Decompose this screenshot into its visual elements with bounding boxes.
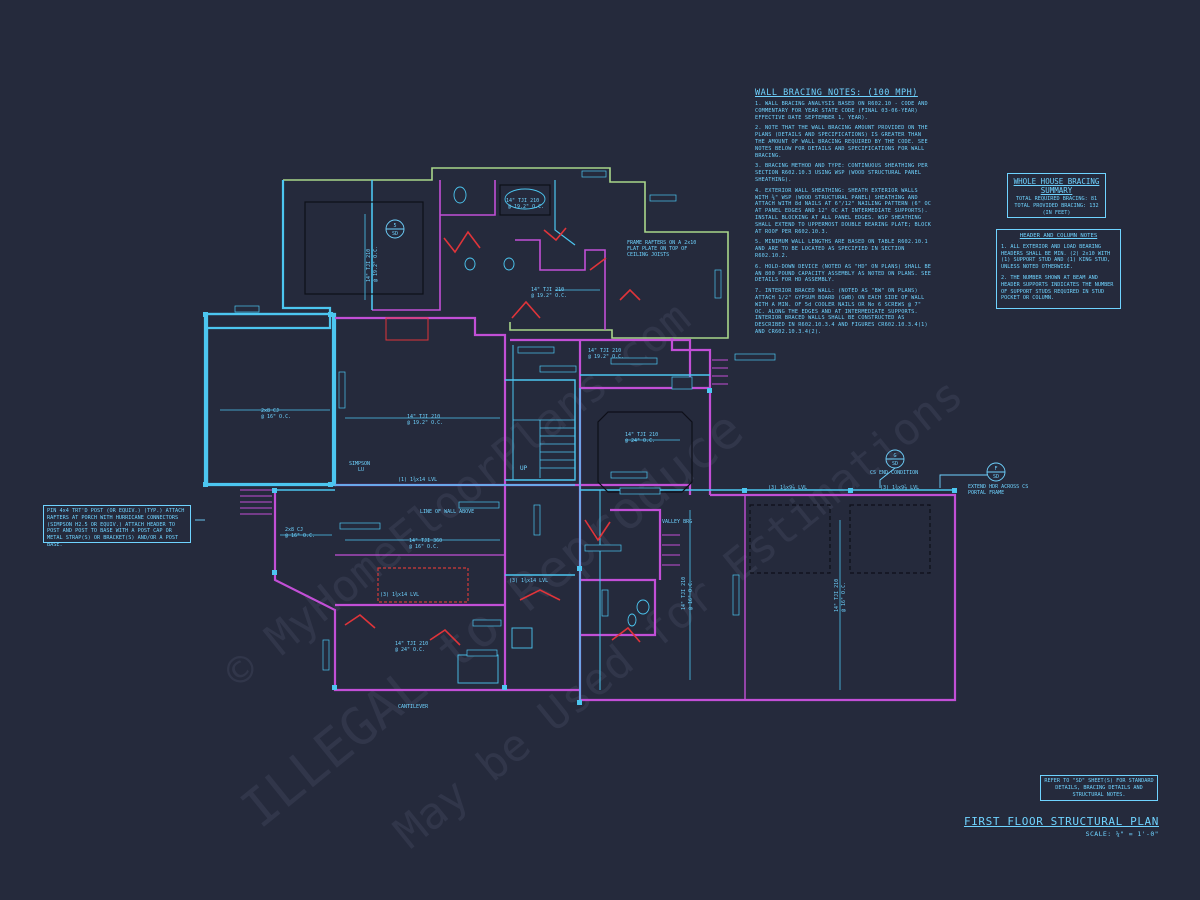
label-joist-nook-oc: @ 24" O.C. <box>395 647 425 653</box>
label-joist-bath-oc: @ 19.2" O.C. <box>508 204 544 210</box>
label-joist-bath: 14" TJI 210 <box>506 198 539 204</box>
wall-bracing-note-2: 2. NOTE THAT THE WALL BRACING AMOUNT PRO… <box>755 125 928 159</box>
label-joist-master: 14" TJI 210 <box>366 249 372 282</box>
header-column-notes: HEADER AND COLUMN NOTES 1. ALL EXTERIOR … <box>996 229 1121 309</box>
wall-porch-left <box>205 312 337 487</box>
room-garage-bay-1 <box>749 504 831 574</box>
plan-title: FIRST FLOOR STRUCTURAL PLAN <box>963 815 1159 828</box>
wall-exterior-north <box>205 180 332 485</box>
beam-line-5 <box>505 379 576 481</box>
room-kitchen-island <box>377 567 469 603</box>
label-cantilever: CANTILEVER <box>398 704 429 710</box>
beam-line-11 <box>554 180 576 246</box>
label-cj-porch-oc: @ 16" O.C. <box>261 414 291 420</box>
wall-bracing-notes: WALL BRACING NOTES: (100 MPH) 1. WALL BR… <box>755 88 933 340</box>
label-joist-kitchen-oc: @ 16" O.C. <box>409 544 439 550</box>
whole-house-unit: (IN FEET) <box>1042 209 1071 216</box>
detail-tag-g-sheet: SD <box>892 461 898 467</box>
detail-tags <box>195 219 1006 521</box>
wall-bracing-note-7: 7. INTERIOR BRACED WALL: (NOTED AS "BW" … <box>755 288 928 335</box>
wall-interior-11 <box>440 180 496 216</box>
fixtures <box>453 186 650 684</box>
label-joist-hall: 14" TJI 210 <box>681 577 687 610</box>
label-joist-garage: 14" TJI 210 <box>834 579 840 612</box>
wall-bracing-note-1: 1. WALL BRACING ANALYSIS BASED ON R602.1… <box>755 101 928 121</box>
wall-bracing-note-5: 5. MINIMUM WALL LENGTHS ARE BASED ON TAB… <box>755 239 928 259</box>
column-markers <box>203 312 957 705</box>
label-joist-closet: 14" TJI 210 <box>531 287 564 293</box>
frame-rafters-note: FRAME RAFTERS ON A 2x10 FLAT PLATE ON TO… <box>627 240 697 258</box>
label-joist-octagon-oc: @ 24" O.C. <box>625 438 655 444</box>
detail-tag-sd-sheet: SD <box>392 231 398 237</box>
label-joist-garage-oc: @ 16" O.C. <box>841 582 847 612</box>
label-simpson: SIMPSON <box>349 461 370 467</box>
porch-rear <box>203 312 335 486</box>
wall-interior-10 <box>372 180 441 311</box>
stair <box>513 419 575 478</box>
room-master-bed <box>304 201 424 295</box>
wall-bracing-note-4: 4. EXTERIOR WALL SHEATHING: SHEATH EXTER… <box>755 187 932 235</box>
wall-bracing-note-6: 6. HOLD-DOWN DEVICE (NOTED AS "HD" ON PL… <box>755 263 932 284</box>
wall-interior-13 <box>510 338 692 388</box>
label-cs-end: CS END CONDITION <box>870 470 918 476</box>
label-cj-porch: 2x8 CJ <box>261 408 279 414</box>
detail-tag-g-letter: G <box>893 453 896 459</box>
extend-hdr-text: EXTEND HDR ACROSS CS PORTAL FRAME <box>968 484 1029 496</box>
wall-bracing-title: WALL BRACING NOTES: (100 MPH) <box>755 88 918 98</box>
label-simpson-model: LU <box>358 467 364 473</box>
watermark-layer: © MyHomeFloorPlans.com ILLEGAL to Reprod… <box>215 292 973 858</box>
wall-bracing-note-3: 3. BRACING METHOD AND TYPE: CONTINUOUS S… <box>755 163 928 183</box>
whole-house-provided: TOTAL PROVIDED BRACING: 132 <box>1014 202 1099 209</box>
porch-post-note: PIN 4x4 TRT'D POST (OR EQUIV.) (TYP.) AT… <box>43 505 191 548</box>
wall-west-lower <box>273 492 580 692</box>
frame-rafters-text: FRAME RAFTERS ON A 2x10 FLAT PLATE ON TO… <box>627 240 697 258</box>
plan-scale: SCALE: ¼" = 1'-0" <box>1085 830 1159 838</box>
whole-house-required: TOTAL REQUIRED BRACING: 81 <box>1015 196 1098 202</box>
label-lvl-garage-1: (3) 1¾x9⅞ LVL <box>768 484 807 491</box>
porch-post-note-text: PIN 4x4 TRT'D POST (OR EQUIV.) (TYP.) AT… <box>47 508 185 548</box>
label-joist-nook: 14" TJI 210 <box>395 641 428 647</box>
beam-tags <box>234 170 776 671</box>
label-cj-left-oc: @ 16" O.C. <box>285 533 315 539</box>
label-cj-left: 2x8 CJ <box>285 527 303 533</box>
label-lvl-kitchen: (3) 1¾x14 LVL <box>380 592 419 598</box>
joist-arrows <box>220 214 841 690</box>
detail-tag-sd-num: 5 <box>393 223 396 229</box>
label-joist-hall-oc: @ 16" O.C. <box>688 580 694 610</box>
label-joist-great-oc: @ 19.2" O.C. <box>407 420 443 426</box>
room-bath-tub <box>499 184 551 216</box>
label-joist-kitchen: 14" TJI 360 <box>409 538 442 544</box>
room-octagon-tray <box>597 411 693 493</box>
wall-interior-9 <box>610 508 662 580</box>
room-garage-bay-2 <box>849 504 931 574</box>
label-joist-dining-oc: @ 19.2" O.C. <box>588 354 624 360</box>
label-joist-closet-oc: @ 19.2" O.C. <box>531 293 567 299</box>
header-column-title: HEADER AND COLUMN NOTES <box>1019 233 1098 239</box>
refer-sd-note-text: REFER TO "SD" SHEET(S) FOR STANDARD DETA… <box>1044 778 1154 798</box>
whole-house-bracing-summary: WHOLE HOUSE BRACING SUMMARY TOTAL REQUIR… <box>1007 173 1106 218</box>
label-up: UP <box>520 465 528 472</box>
wall-interior-12 <box>515 239 606 330</box>
label-line-of-wall: LINE OF WALL ABOVE <box>420 509 474 515</box>
extend-hdr-note: EXTEND HDR ACROSS CS PORTAL FRAME <box>968 484 1029 496</box>
label-lvl-main: (1) 1¾x14 LVL <box>398 477 437 483</box>
label-lvl-stair: (3) 1¾x14 LVL <box>509 578 548 584</box>
wall-upper-outline <box>283 167 729 339</box>
detail-tag-f-sheet: SD <box>993 474 999 480</box>
label-joist-master-oc: @ 19.2" O.C. <box>373 246 379 282</box>
detail-tag-f-letter: F <box>994 466 997 472</box>
header-column-note-1: 1. ALL EXTERIOR AND LOAD BEARING HEADERS… <box>1001 243 1111 271</box>
porch-steps <box>240 359 728 566</box>
label-joist-great: 14" TJI 210 <box>407 414 440 420</box>
label-joist-dining: 14" TJI 210 <box>588 348 621 354</box>
label-lvl-garage-2: (3) 1¾x9⅞ LVL <box>880 484 919 491</box>
label-valley: VALLEY BRG <box>662 519 692 525</box>
red-accent-marks <box>344 227 641 646</box>
refer-sd-note: REFER TO "SD" SHEET(S) FOR STANDARD DETA… <box>1040 775 1158 801</box>
whole-house-title: WHOLE HOUSE BRACING SUMMARY <box>1013 177 1100 195</box>
header-column-note-2: 2. THE NUMBER SHOWN AT BEAM AND HEADER S… <box>1001 274 1114 302</box>
label-joist-octagon: 14" TJI 210 <box>625 432 658 438</box>
